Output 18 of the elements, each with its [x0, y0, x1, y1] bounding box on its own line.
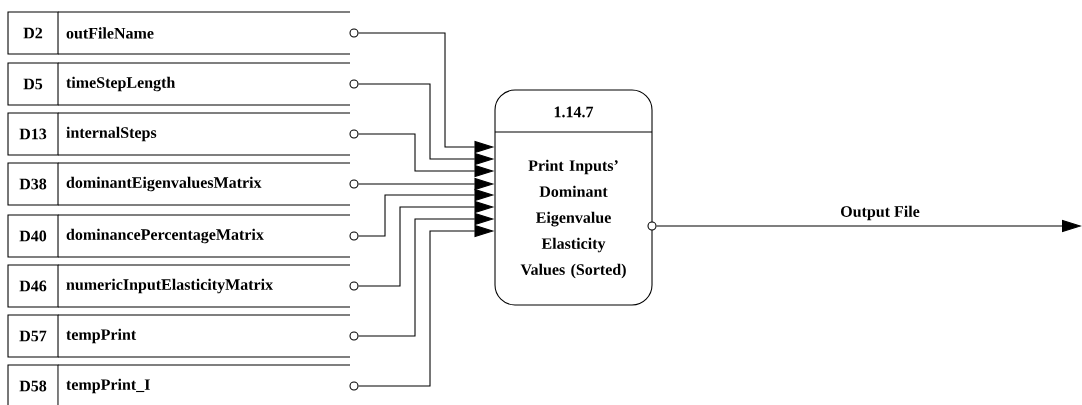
node-label: numericInputElasticityMatrix	[66, 278, 273, 294]
node-label: dominantEigenvaluesMatrix	[66, 176, 262, 192]
node-label: tempPrint_I	[66, 378, 150, 394]
node-label: internalSteps	[66, 126, 157, 142]
data-store: D40 dominancePercentageMatrix	[7, 214, 359, 258]
data-store: D38 dominantEigenvaluesMatrix	[7, 162, 359, 206]
data-store: D2 outFileName	[7, 11, 359, 55]
data-store: D46 numericInputElasticityMatrix	[7, 264, 359, 308]
node-label: tempPrint	[66, 328, 137, 344]
node-label: outFileName	[66, 27, 154, 39]
data-store: D13 internalSteps	[7, 112, 359, 156]
edge-label: Output File	[838, 204, 922, 222]
process-box: 1.14.7 Print Inputs’ Dominant Eigenvalue Elasticity Values (Sorted)	[494, 89, 657, 306]
node-label: dominancePercentageMatrix	[66, 228, 264, 244]
data-store: D58 tempPrint_I	[7, 364, 359, 405]
node-label: timeStepLength	[66, 76, 176, 92]
data-store: D57 tempPrint	[7, 314, 359, 358]
data-store: D5 timeStepLength	[7, 62, 359, 106]
